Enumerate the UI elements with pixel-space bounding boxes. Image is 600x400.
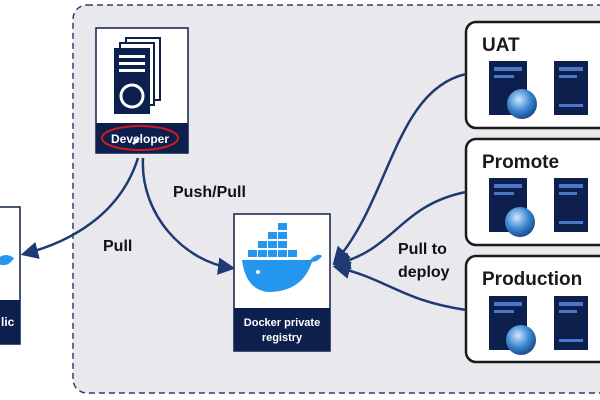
developer-node[interactable]: Developer (95, 27, 189, 154)
env-production-box[interactable]: Production (464, 254, 600, 364)
uat-pull-arrow (332, 72, 467, 265)
env-label: UAT (482, 35, 520, 56)
env-label: Production (482, 269, 582, 290)
registry-node[interactable]: Docker private registry (233, 213, 331, 352)
promote-pull-arrow (332, 190, 467, 270)
web-server-icon (489, 61, 537, 119)
docker-whale-icon (242, 223, 322, 292)
pull-arrow (20, 157, 140, 259)
pull-label: Pull (103, 238, 132, 255)
env-label: Promote (482, 152, 559, 173)
developer-highlight-circle (101, 125, 179, 151)
registry-label-line1: Docker private (244, 317, 320, 329)
server-icon (554, 296, 588, 350)
pull-to-deploy-label-line1: Pull to (398, 241, 447, 258)
push-pull-arrow (141, 157, 236, 275)
pen-cursor-icon (132, 137, 140, 145)
env-promote-box[interactable]: Promote (464, 137, 600, 247)
developer-label: Developer (111, 132, 169, 146)
public-registry-node[interactable]: lic (0, 206, 21, 345)
pull-to-deploy-label-line2: deploy (398, 264, 450, 281)
public-registry-label: lic (1, 315, 15, 329)
production-pull-arrow (332, 261, 467, 312)
web-server-icon (489, 178, 535, 237)
docker-whale-icon (0, 255, 14, 266)
env-uat-box[interactable]: UAT (464, 20, 600, 130)
push-pull-label: Push/Pull (173, 184, 246, 201)
registry-label-line2: registry (262, 332, 303, 344)
web-server-icon (489, 296, 536, 355)
server-icon (554, 61, 588, 115)
server-stack-icon (114, 37, 161, 114)
server-icon (554, 178, 588, 232)
